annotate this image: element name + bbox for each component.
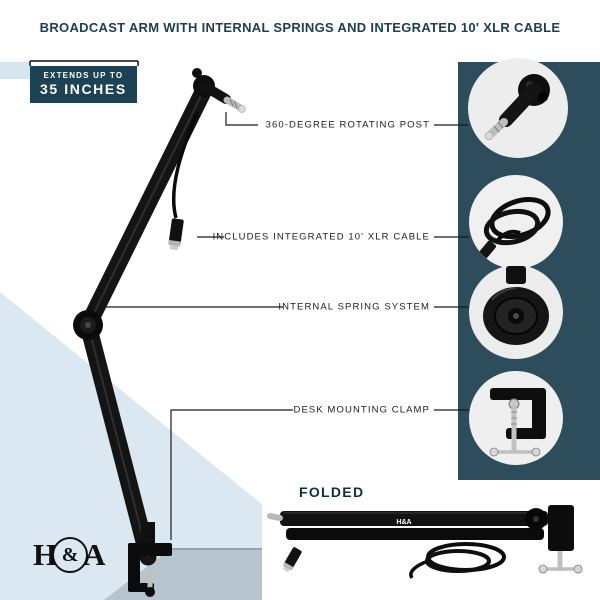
badge-line2: 35 INCHES [40,81,127,97]
extends-badge: EXTENDS UP TO 35 INCHES [30,66,137,103]
callout-spring-system: INTERNAL SPRING SYSTEM [278,301,430,313]
page-title: BROADCAST ARM WITH INTERNAL SPRINGS AND … [39,20,561,35]
folded-arm-photo: H&A [262,496,600,600]
folded-label: FOLDED [299,484,365,500]
measurement-bracket [29,60,139,66]
mic-mount [192,68,246,113]
callout-rotating-post: 360-DEGREE ROTATING POST [265,119,430,131]
desk-clamp [128,522,172,597]
xlr-cable [168,111,199,251]
badge-line1: EXTENDS UP TO [43,71,124,80]
callout-lines [104,112,469,540]
folded-xlr-connector [282,547,302,573]
logo-letter-a: A [83,537,106,572]
brand-logo: H & A [33,537,106,573]
spring-system-photo-circle [469,265,563,359]
rotating-post-photo-circle [468,58,568,158]
spring-joint [73,310,103,340]
xlr-cable-photo-circle [469,175,563,269]
xlr-connector [168,218,184,251]
arm-brand-sticker: H&A [396,519,411,526]
logo-ampersand-circle: & [52,537,89,573]
callout-mounting-clamp: DESK MOUNTING CLAMP [293,404,430,416]
callout-xlr-cable: INCLUDES INTEGRATED 10' XLR CABLE [212,231,430,243]
clamp-photo-circle [469,371,563,465]
boom-arm-photo [73,68,246,597]
